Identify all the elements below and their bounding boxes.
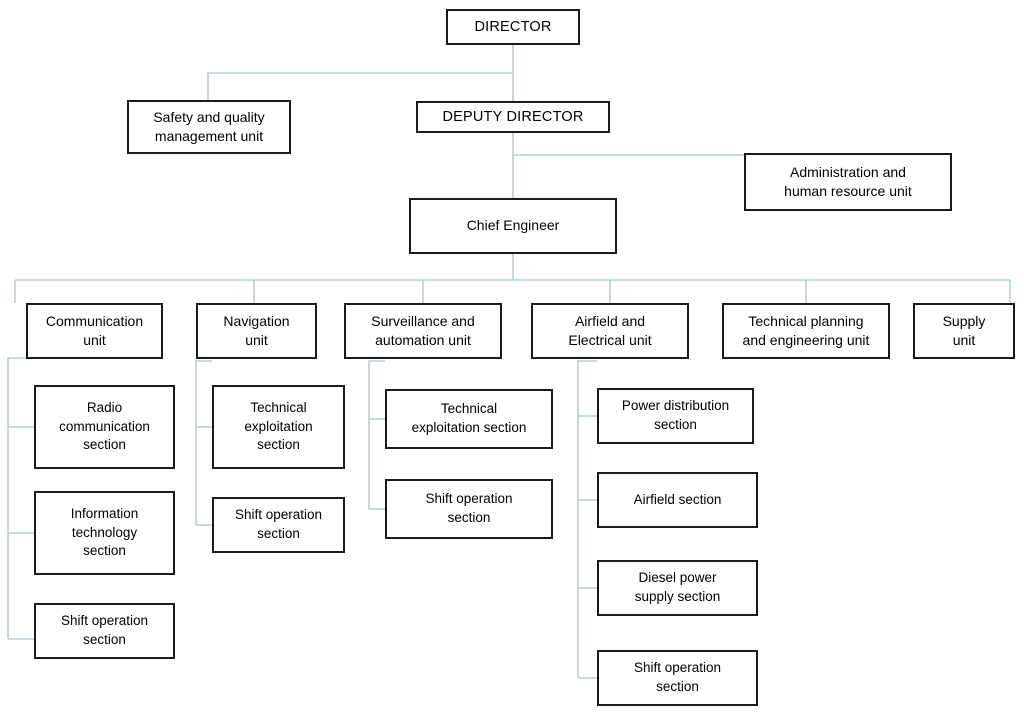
node-airfield-shift-operation-section[interactable]: Shift operation section xyxy=(597,650,758,706)
node-chief-engineer[interactable]: Chief Engineer xyxy=(409,198,617,254)
node-airfield-section[interactable]: Airfield section xyxy=(597,472,758,528)
wire-airfield-rail xyxy=(577,360,597,678)
node-navigation-technical-exploitation-section[interactable]: Technical exploitation section xyxy=(212,385,345,469)
node-safety-and-quality-management-unit[interactable]: Safety and quality management unit xyxy=(127,100,291,154)
node-deputy-director[interactable]: DEPUTY DIRECTOR xyxy=(416,101,610,133)
node-communication-unit-label: Communication unit xyxy=(45,312,144,348)
node-diesel-power-supply-section[interactable]: Diesel power supply section xyxy=(597,560,758,616)
node-airfield-shift-operation-section-label: Shift operation section xyxy=(633,660,722,694)
wire-surveillance-rail xyxy=(368,360,385,509)
wire-communication-rail xyxy=(7,357,34,639)
node-navigation-shift-operation-section-label: Shift operation section xyxy=(234,507,323,541)
node-power-distribution-section-label: Power distribution section xyxy=(621,398,730,432)
node-communication-shift-operation-section[interactable]: Shift operation section xyxy=(34,603,175,659)
node-technical-planning-and-engineering-unit[interactable]: Technical planning and engineering unit xyxy=(722,303,890,359)
node-technical-planning-and-engineering-unit-label: Technical planning and engineering unit xyxy=(742,312,870,348)
node-airfield-and-electrical-unit[interactable]: Airfield and Electrical unit xyxy=(531,303,689,359)
wire-director-safety xyxy=(207,72,513,101)
node-surveillance-shift-operation-section[interactable]: Shift operation section xyxy=(385,479,553,539)
node-administration-and-human-resource-unit[interactable]: Administration and human resource unit xyxy=(744,153,952,211)
node-power-distribution-section[interactable]: Power distribution section xyxy=(597,388,754,444)
node-airfield-section-label: Airfield section xyxy=(633,491,722,507)
node-director-label: DIRECTOR xyxy=(474,19,552,35)
node-navigation-unit-label: Navigation unit xyxy=(223,312,290,348)
node-administration-and-human-resource-unit-label: Administration and human resource unit xyxy=(784,163,912,199)
node-navigation-shift-operation-section[interactable]: Shift operation section xyxy=(212,497,345,553)
node-supply-unit[interactable]: Supply unit xyxy=(913,303,1015,359)
node-communication-shift-operation-section-label: Shift operation section xyxy=(60,613,149,647)
node-surveillance-shift-operation-section-label: Shift operation section xyxy=(425,491,513,525)
node-information-technology-section[interactable]: Information technology section xyxy=(34,491,175,575)
node-airfield-and-electrical-unit-label: Airfield and Electrical unit xyxy=(568,312,652,348)
node-radio-communication-section-label: Radio communication section xyxy=(59,400,150,453)
node-information-technology-section-label: Information technology section xyxy=(70,506,139,559)
node-supply-unit-label: Supply unit xyxy=(942,312,986,348)
node-navigation-technical-exploitation-section-label: Technical exploitation section xyxy=(244,400,313,453)
node-radio-communication-section[interactable]: Radio communication section xyxy=(34,385,175,469)
node-communication-unit[interactable]: Communication unit xyxy=(26,303,163,359)
node-navigation-unit[interactable]: Navigation unit xyxy=(196,303,317,359)
node-surveillance-technical-exploitation-section[interactable]: Technical exploitation section xyxy=(385,389,553,449)
node-director[interactable]: DIRECTOR xyxy=(446,9,580,45)
node-safety-and-quality-management-unit-label: Safety and quality management unit xyxy=(153,108,265,144)
wire-navigation-rail xyxy=(195,360,212,525)
node-surveillance-and-automation-unit[interactable]: Surveillance and automation unit xyxy=(344,303,502,359)
node-chief-engineer-label: Chief Engineer xyxy=(466,217,560,234)
node-surveillance-and-automation-unit-label: Surveillance and automation unit xyxy=(371,312,475,348)
node-deputy-director-label: DEPUTY DIRECTOR xyxy=(442,109,584,125)
node-surveillance-technical-exploitation-section-label: Technical exploitation section xyxy=(411,401,527,435)
node-diesel-power-supply-section-label: Diesel power supply section xyxy=(634,570,721,604)
